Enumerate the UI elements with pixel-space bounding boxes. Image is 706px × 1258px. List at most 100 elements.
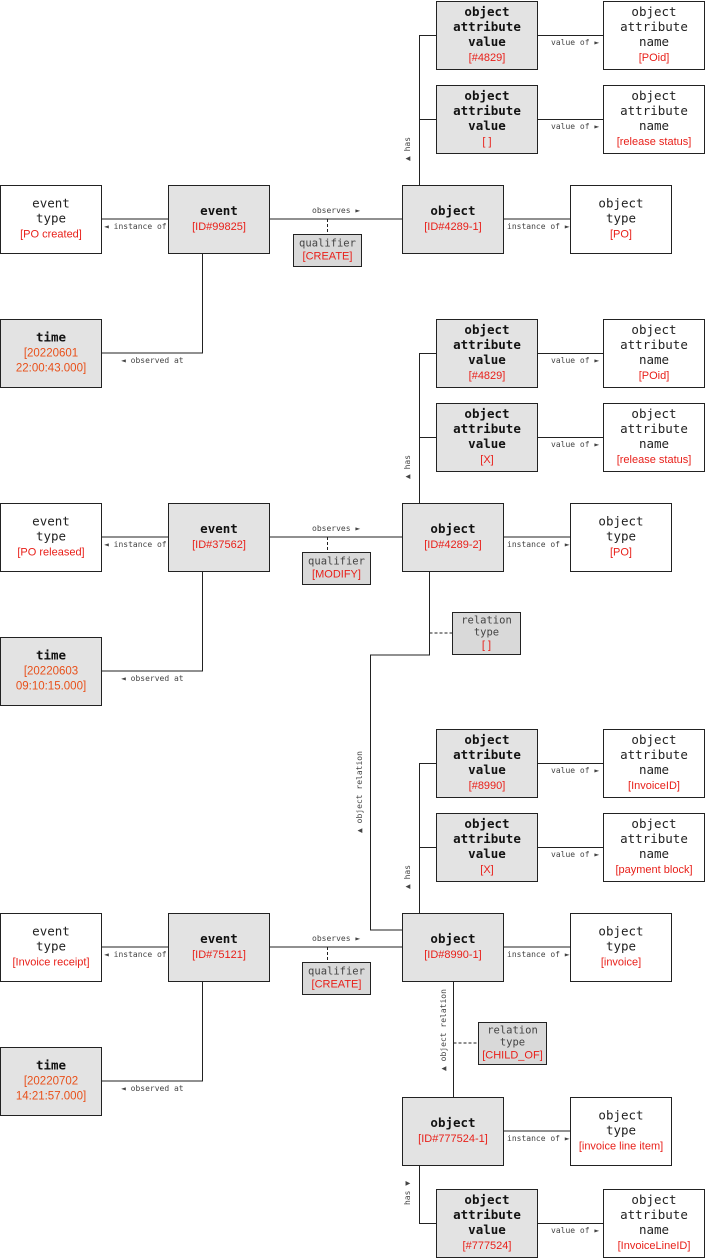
attribute-value-1-0-title: attribute <box>453 337 521 352</box>
event-type-1-title: type <box>36 529 66 544</box>
attribute-value-li-title: value <box>468 1222 506 1237</box>
attribute-name-li-value: [InvoiceLineID] <box>618 1240 691 1252</box>
object-0: object[ID#4289-1] <box>402 185 504 254</box>
attribute-name-0-0-title: attribute <box>620 19 688 34</box>
attribute-value-1-1-title: object <box>464 406 509 421</box>
value-of-label-li: value of ► <box>551 1226 599 1235</box>
qualifier-1: qualifier[MODIFY] <box>302 552 371 585</box>
event-type-1-title: event <box>32 514 70 529</box>
object-0-value: [ID#4289-1] <box>424 221 481 233</box>
attribute-name-li-title: object <box>631 1192 676 1207</box>
object-li-value: [ID#777524-1] <box>418 1133 488 1145</box>
instance-of-label-ev-0: ◄ instance of <box>104 222 167 231</box>
attribute-value-0-0-title: value <box>468 34 506 49</box>
event-1-title: event <box>200 521 238 536</box>
value-of-label-0-0: value of ► <box>551 38 599 47</box>
attribute-value-2-1-title: value <box>468 846 506 861</box>
attribute-name-0-1-title: object <box>631 88 676 103</box>
object-2-title: object <box>430 931 475 946</box>
attribute-name-1-1-title: name <box>639 436 669 451</box>
attribute-value-2-1-title: attribute <box>453 831 521 846</box>
event-type-0-title: type <box>36 211 66 226</box>
object-type-2-value: [invoice] <box>601 957 641 969</box>
attribute-name-li-title: name <box>639 1222 669 1237</box>
attribute-value-1-0-title: object <box>464 322 509 337</box>
instance-of-label-li: instance of ► <box>507 1134 570 1143</box>
attribute-name-2-1-title: name <box>639 846 669 861</box>
object-li: object[ID#777524-1] <box>402 1097 504 1166</box>
object-type-1-title: object <box>598 514 643 529</box>
attribute-value-2-0-title: attribute <box>453 747 521 762</box>
has-label-li: has ▼ <box>403 1181 412 1205</box>
attribute-value-2-1-value: [X] <box>480 864 493 876</box>
time-1-value: [20220603 <box>24 666 78 678</box>
qualifier-2-value: [CREATE] <box>312 979 362 991</box>
attribute-name-1-1-title: attribute <box>620 421 688 436</box>
object-type-2-title: object <box>598 924 643 939</box>
event-type-2-title: event <box>32 924 70 939</box>
has-label-2: ▲ has <box>403 865 412 889</box>
attribute-value-0-0-title: attribute <box>453 19 521 34</box>
attribute-name-0-1-value: [release status] <box>617 136 692 148</box>
qualifier-0-value: [CREATE] <box>303 251 353 263</box>
value-of-label-2-0: value of ► <box>551 766 599 775</box>
attribute-name-1-0-title: name <box>639 352 669 367</box>
qualifier-2-title: qualifier <box>308 966 365 978</box>
object-1-title: object <box>430 521 475 536</box>
attribute-name-1-0-title: object <box>631 322 676 337</box>
event-0: event[ID#99825] <box>168 185 270 254</box>
attribute-name-2-1-value: [payment block] <box>615 864 692 876</box>
time-0-title: time <box>36 330 67 345</box>
relation-type-2-title: type <box>500 1037 525 1049</box>
attribute-name-1-0-value: [POid] <box>639 370 670 382</box>
attribute-value-2-0-title: value <box>468 762 506 777</box>
event-type-1-value: [PO released] <box>17 547 84 559</box>
instance-of-label-obj-2: instance of ► <box>507 950 570 959</box>
observed-at-edge-2 <box>101 981 203 1082</box>
attribute-name-0-0-value: [POid] <box>639 52 670 64</box>
attribute-value-0-1-title: attribute <box>453 103 521 118</box>
instance-of-label-ev-2: ◄ instance of <box>104 950 167 959</box>
time-2-value: 14:21:57.000] <box>16 1091 86 1103</box>
relation-type-1-title: type <box>474 627 499 639</box>
value-of-label-0-1: value of ► <box>551 122 599 131</box>
event-type-0-value: [PO created] <box>20 229 82 241</box>
object-type-0-title: type <box>606 211 636 226</box>
attribute-value-1-0-value: [#4829] <box>469 370 506 382</box>
attribute-name-1-0-title: attribute <box>620 337 688 352</box>
has-edge-1 <box>419 353 436 503</box>
object-type-li-title: type <box>606 1123 636 1138</box>
relation-type-1-title: relation <box>461 615 512 627</box>
qualifier-1-value: [MODIFY] <box>312 569 361 581</box>
attribute-value-li-title: attribute <box>453 1207 521 1222</box>
observed-at-edge-0 <box>101 253 203 354</box>
object-type-li-title: object <box>598 1108 643 1123</box>
has-edge-li <box>419 1165 436 1224</box>
instance-of-label-obj-0: instance of ► <box>507 222 570 231</box>
event-2: event [ID#75121] <box>168 913 270 982</box>
qualifier-1-title: qualifier <box>308 556 365 568</box>
time-0-value: [20220601 <box>24 348 78 360</box>
time-1-value: 09:10:15.000] <box>16 681 86 693</box>
has-label-1: ▲ has <box>403 455 412 479</box>
event-2-value: [ID#75121] <box>192 949 246 961</box>
event-2-title: event <box>200 931 238 946</box>
